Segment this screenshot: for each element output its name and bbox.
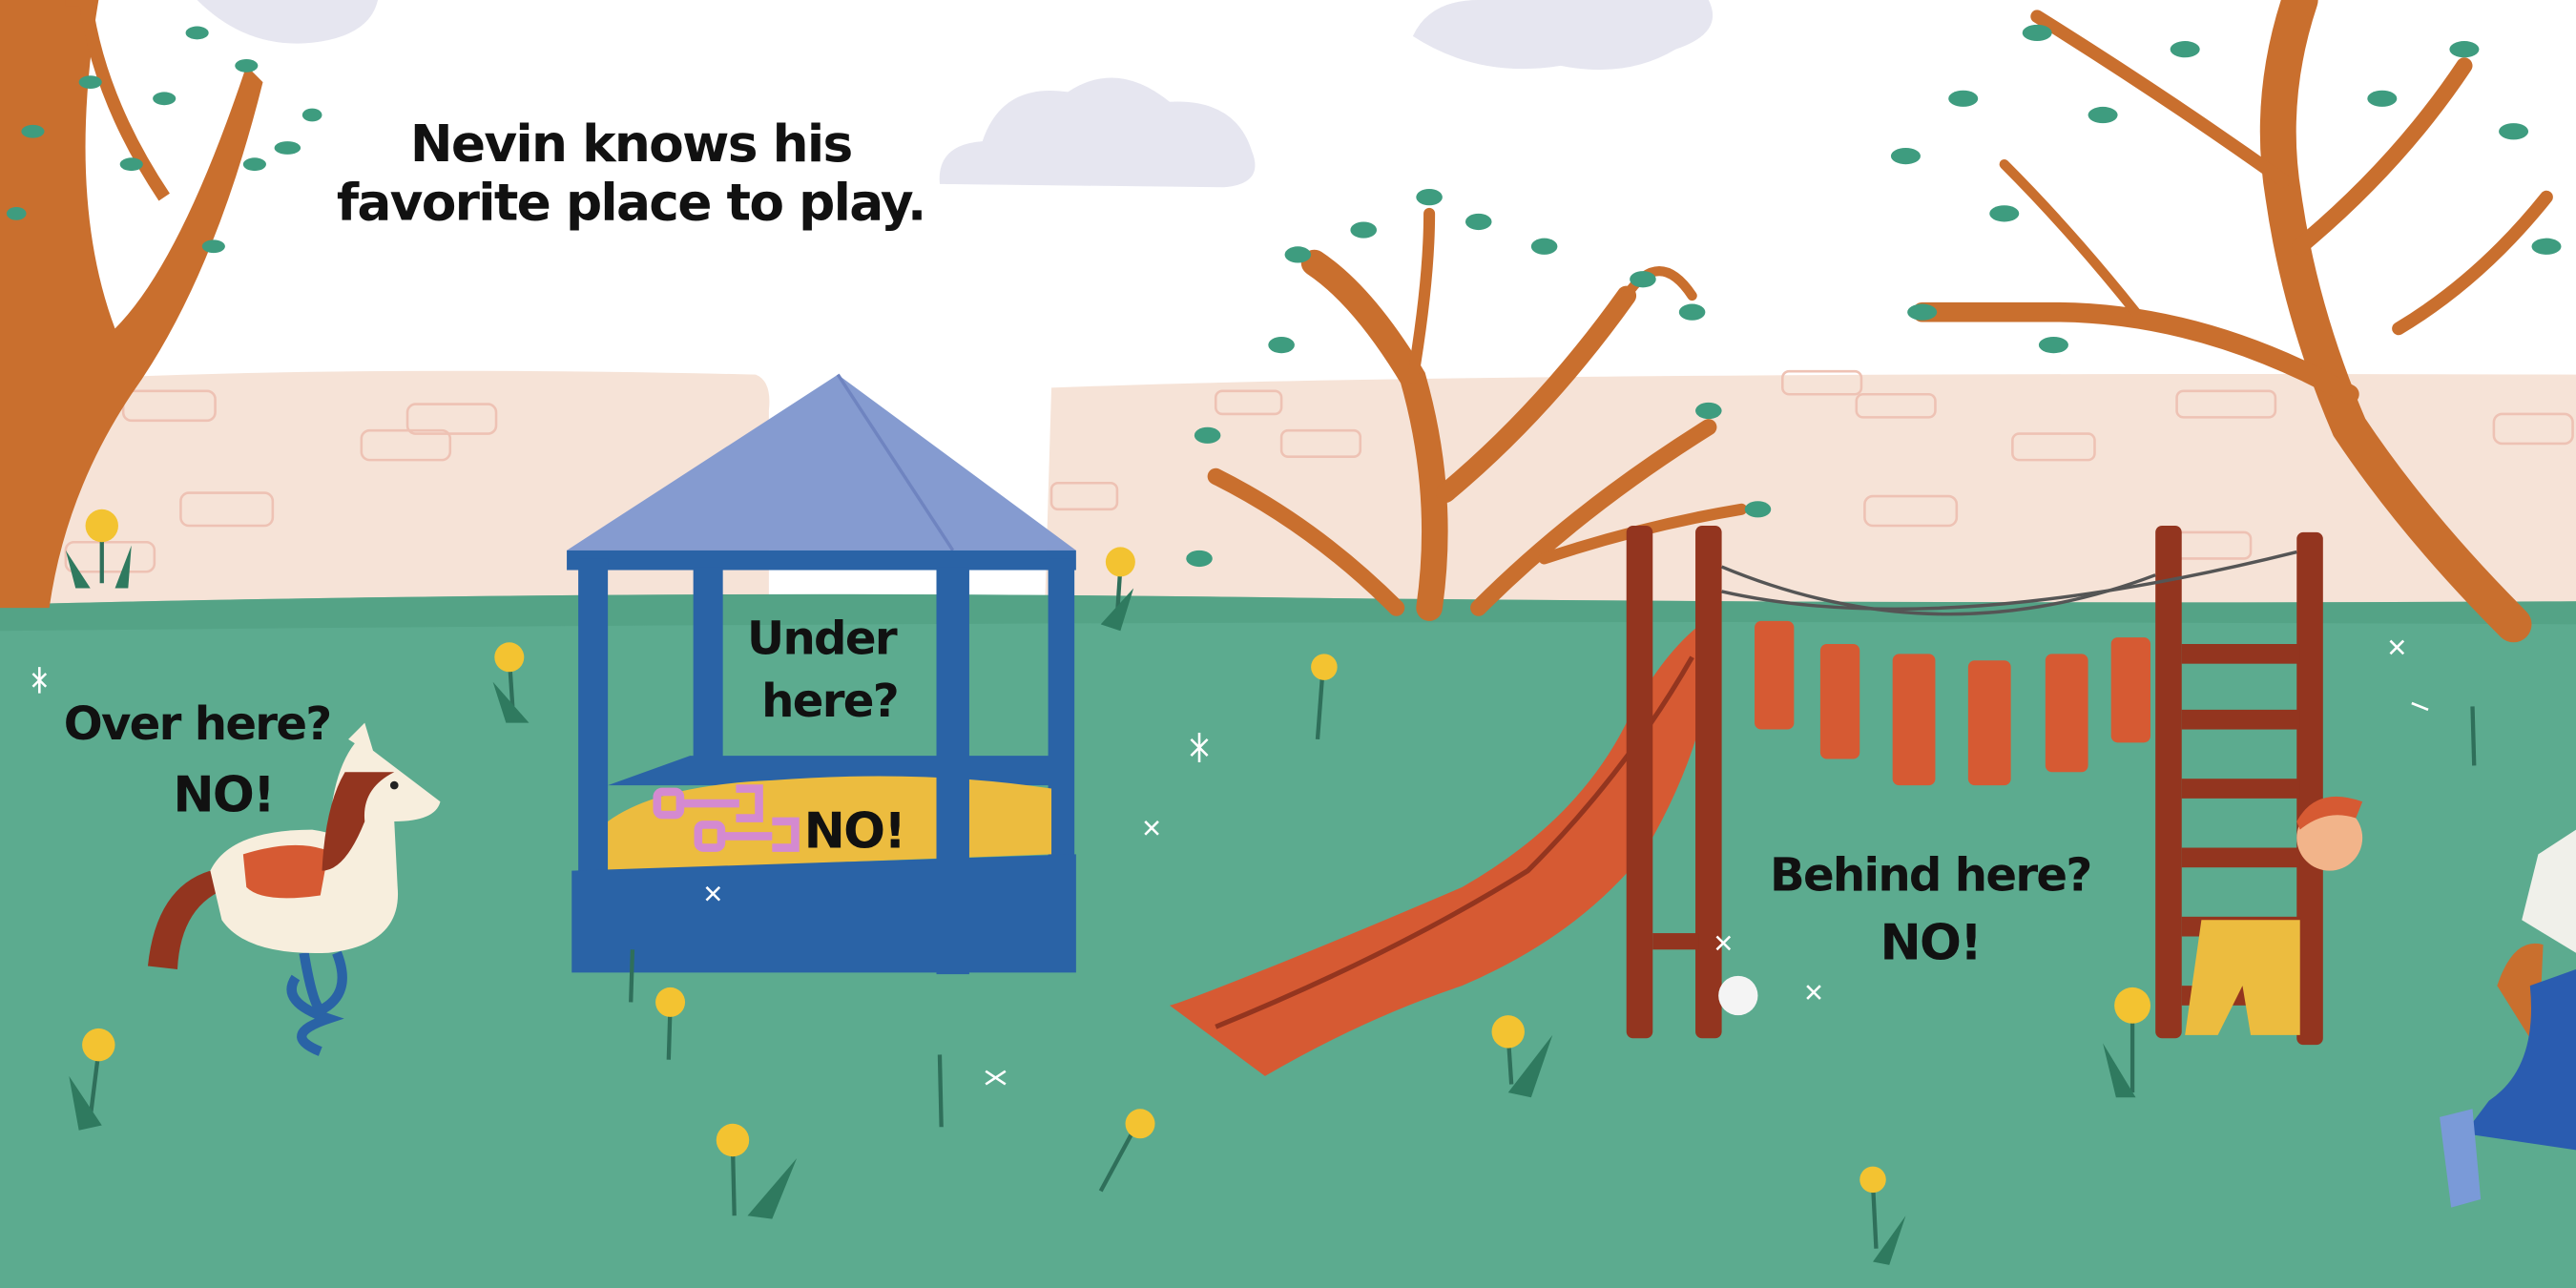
over-question: Over here? — [64, 697, 331, 751]
spring-rocking-horse — [147, 722, 441, 1056]
over-answer: NO! — [173, 767, 274, 824]
rope-bridge-planks — [1755, 620, 2151, 786]
grass-field — [0, 593, 2576, 1288]
clouds — [197, 0, 1714, 188]
toy-shovels — [653, 784, 800, 852]
intro-text-line-1: Nevin knows his — [410, 114, 852, 174]
tree-right — [1912, 0, 2553, 643]
cloud — [939, 77, 1256, 188]
behind-question: Behind here? — [1770, 848, 2091, 902]
tree-right-leaves — [1890, 24, 2562, 354]
under-answer: NO! — [804, 803, 905, 861]
adult-walking — [2440, 829, 2576, 1208]
intro-text-line-2: favorite place to play. — [337, 173, 925, 233]
dandelion-seeds — [31, 639, 2429, 1086]
climbing-playset — [1626, 526, 2323, 1046]
sandbox-gazebo — [567, 373, 1076, 975]
brick-wall — [32, 369, 2576, 609]
under-question-line-1: Under — [747, 612, 898, 665]
under-question-line-2: here? — [761, 675, 898, 728]
tree-left — [0, 0, 322, 609]
nevin-child — [2185, 796, 2363, 1035]
cloud — [1412, 0, 1714, 71]
cloud — [197, 0, 379, 44]
tree-middle-leaves — [1186, 189, 1772, 568]
behind-answer: NO! — [1880, 915, 1982, 972]
